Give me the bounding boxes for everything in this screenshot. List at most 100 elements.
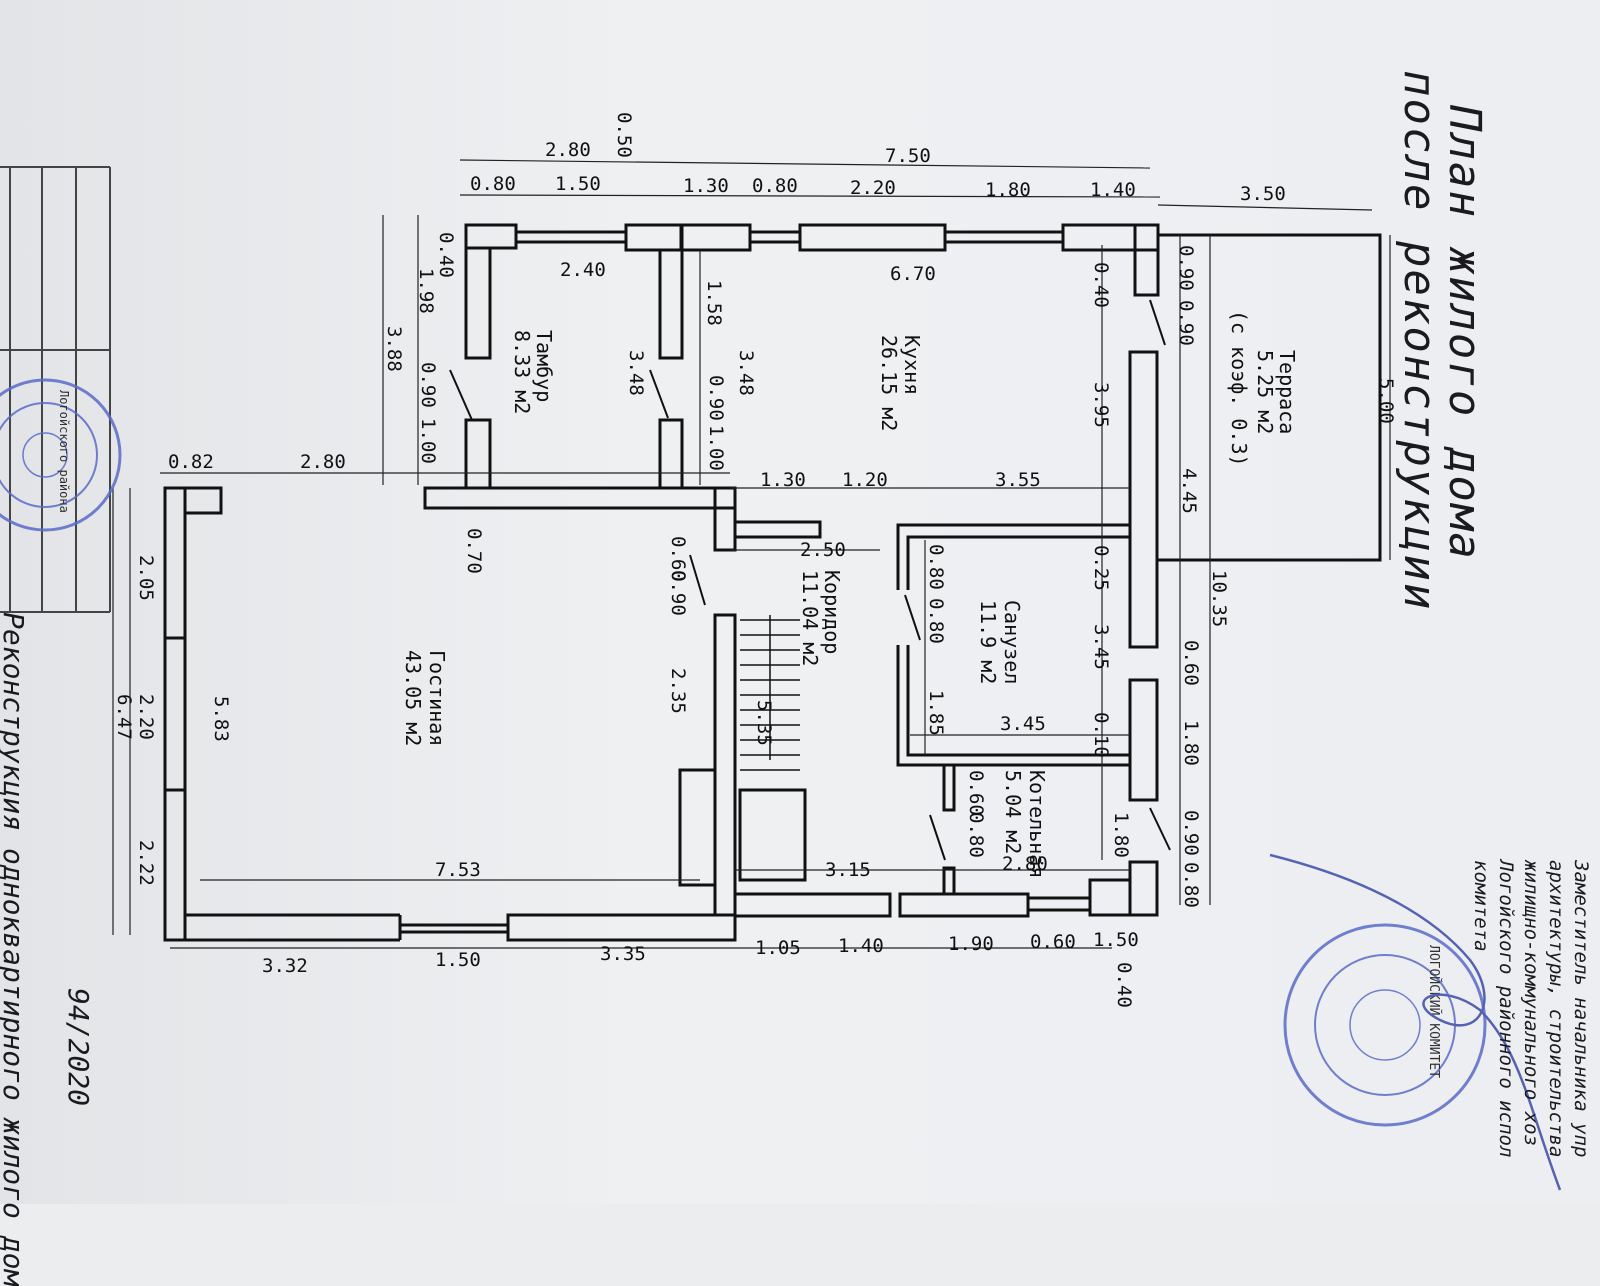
room-kitchen: Кухня 26.15 м2 xyxy=(877,335,924,431)
dim-label: 5.83 xyxy=(210,696,232,742)
dim-label: 2.80 xyxy=(1002,853,1048,875)
dim-label: 1.05 xyxy=(755,937,801,959)
dim-label: 0.60 xyxy=(1030,931,1076,953)
dim-label: 2.80 xyxy=(545,139,591,161)
wall-segment xyxy=(423,486,737,510)
dim-label: 1.80 xyxy=(985,179,1031,201)
dim-label: 0.82 xyxy=(168,451,214,473)
stamp-left: Логойского района xyxy=(0,378,122,532)
dim-label: 0.80 xyxy=(925,544,947,590)
document-number: 94/2020 xyxy=(62,988,95,1107)
dim-label: 1.30 xyxy=(683,175,729,197)
dimension-lines xyxy=(112,159,1391,949)
title-block-frame xyxy=(0,166,111,613)
staircase xyxy=(740,615,800,771)
dim-label: 3.15 xyxy=(825,859,871,881)
room-terrace: Терраса 5.25 м2 (с коэф. 0.3) xyxy=(1227,310,1299,467)
dim-label: 3.50 xyxy=(1240,183,1286,205)
dim-label: 5.35 xyxy=(753,700,775,746)
approval-line: архитектуры, строительства xyxy=(1545,860,1567,1158)
approval-line: Заместитель начальника упр xyxy=(1570,860,1592,1158)
wall-segment xyxy=(1133,223,1160,297)
wall-segment xyxy=(658,418,684,490)
svg-text:43.05 м2: 43.05 м2 xyxy=(401,650,425,746)
svg-text:Терраса: Терраса xyxy=(1275,350,1299,434)
svg-text:Тамбур: Тамбур xyxy=(532,330,556,402)
wall-segment xyxy=(185,913,400,942)
wall-segment xyxy=(942,763,956,812)
dim-label: 3.45 xyxy=(1090,624,1112,670)
dim-label: 0.90 xyxy=(1175,300,1197,346)
dim-label: 2.35 xyxy=(667,668,689,714)
dim-label: 2.22 xyxy=(135,840,157,886)
signature xyxy=(1269,853,1562,1191)
dim-label: 7.50 xyxy=(885,145,931,167)
wall-segment xyxy=(163,788,187,942)
dim-label: 3.48 xyxy=(735,350,757,396)
approval-line: Логойского районного испол xyxy=(1495,860,1517,1158)
dim-label: 0.80 xyxy=(925,598,947,644)
dim-label: 1.40 xyxy=(1090,179,1136,201)
dim-label: 0.70 xyxy=(463,528,485,574)
dim-label: 1.00 xyxy=(705,425,727,471)
dim-label: 1.90 xyxy=(948,933,994,955)
dim-label: 0.60 xyxy=(1180,640,1202,686)
wall-segment xyxy=(678,768,717,887)
stamp-right: ЛОГОЙСКИЙ КОМИТЕТ xyxy=(1269,853,1562,1191)
approval-line: жилищно-коммунального хоз xyxy=(1520,860,1542,1146)
dim-label: 0.90 xyxy=(667,570,689,616)
room-corridor: Коридор 11.04 м2 xyxy=(798,570,844,666)
room-tambur: Тамбур 8.33 м2 xyxy=(510,330,556,414)
dim-label: 1.80 xyxy=(1180,720,1202,766)
dim-label: 0.80 xyxy=(752,175,798,197)
room-labels: Терраса 5.25 м2 (с коэф. 0.3) Кухня 26.1… xyxy=(401,310,1299,878)
room-living: Гостиная 43.05 м2 xyxy=(401,650,449,746)
approval-block: Заместитель начальника упр архитектуры, … xyxy=(1468,860,1593,1157)
wall-segment xyxy=(738,788,807,882)
dim-label: 3.88 xyxy=(383,326,405,372)
svg-text:5.04 м2: 5.04 м2 xyxy=(1001,770,1025,854)
dimension-labels: 2.80 7.50 0.50 0.80 1.50 1.30 0.80 2.20 … xyxy=(113,112,1397,1008)
svg-text:Коридор: Коридор xyxy=(820,570,844,654)
dim-label: 0.25 xyxy=(1090,545,1112,591)
wall-segment xyxy=(1061,223,1160,252)
dim-label: 0.90 xyxy=(417,362,439,408)
wall-segment xyxy=(942,866,956,896)
dim-label: 0.80 xyxy=(1180,862,1202,908)
wall-segment xyxy=(163,486,187,640)
wall-segment xyxy=(798,223,947,252)
dim-label: 1.98 xyxy=(415,268,437,314)
dim-label: 2.40 xyxy=(560,259,606,281)
dim-label: 1.00 xyxy=(417,418,439,464)
dim-label: 1.50 xyxy=(435,949,481,971)
dim-label: 10.35 xyxy=(1208,570,1230,627)
floor-plan-drawing: 2.80 7.50 0.50 0.80 1.50 1.30 0.80 2.20 … xyxy=(0,112,1562,1191)
wall-segment xyxy=(713,613,737,917)
dim-label: 0.40 xyxy=(1090,262,1112,308)
dim-label: 0.80 xyxy=(965,812,987,858)
dim-label: 0.90 xyxy=(1175,245,1197,291)
dim-label: 0.90 xyxy=(1180,810,1202,856)
dim-label: 0.40 xyxy=(1113,962,1135,1008)
dim-label: 3.48 xyxy=(625,350,647,396)
dim-label: 2.80 xyxy=(300,451,346,473)
dim-label: 2.20 xyxy=(135,694,157,740)
dim-label: 1.85 xyxy=(925,690,947,736)
wall-segment xyxy=(1128,678,1159,802)
wall-segment xyxy=(183,486,223,515)
wall-segment xyxy=(464,225,516,360)
wall-segment xyxy=(898,892,1030,918)
wall-segment xyxy=(464,418,492,490)
dim-label: 0.60 xyxy=(667,536,689,582)
svg-text:Гостиная: Гостиная xyxy=(425,650,449,746)
wall-segment xyxy=(1128,350,1159,649)
dim-label: 0.80 xyxy=(470,173,516,195)
dim-label: 1.40 xyxy=(838,935,884,957)
dim-label: 3.95 xyxy=(1090,382,1112,428)
dim-label: 2.05 xyxy=(135,555,157,601)
svg-text:5.25 м2: 5.25 м2 xyxy=(1253,350,1277,434)
dim-label: 1.58 xyxy=(703,280,725,326)
dim-label: 2.50 xyxy=(800,539,846,561)
terrace-outline xyxy=(1158,233,1382,562)
wall-segment xyxy=(506,913,737,942)
